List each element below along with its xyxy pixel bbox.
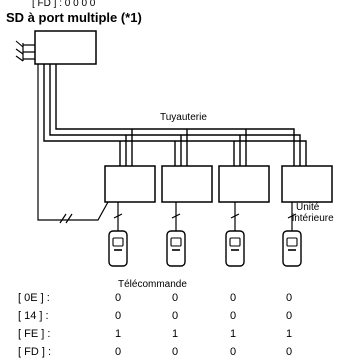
row-3-value-2: 0 [172, 346, 178, 358]
indoor-unit-label-line1: Unité [296, 202, 320, 213]
row-3-value-4: 0 [286, 346, 292, 358]
remote-label: Télécommande [118, 279, 187, 290]
indoor-unit-label-line2: intérieure [292, 213, 334, 224]
row-2-value-1: 1 [115, 328, 121, 340]
row-1-value-1: 0 [115, 310, 121, 322]
row-3-value-3: 0 [230, 346, 236, 358]
remote-controller-3 [225, 230, 245, 267]
top-cut-text: [ FD ] : 0 0 0 0 [32, 0, 96, 9]
piping-label: Tuyauterie [160, 112, 207, 123]
piping-lines [43, 64, 307, 166]
row-1-value-2: 0 [172, 310, 178, 322]
row-2-code: [ FE ] : [18, 328, 50, 340]
row-0-value-4: 0 [286, 292, 292, 304]
row-0-code: [ 0E ] : [18, 292, 50, 304]
outdoor-unit [15, 30, 97, 65]
remote-controller-1 [108, 230, 128, 267]
diagram-title: SD à port multiple (*1) [6, 10, 142, 25]
row-1-code: [ 14 ] : [18, 310, 49, 322]
row-0-value-3: 0 [230, 292, 236, 304]
row-2-value-2: 1 [172, 328, 178, 340]
remote-controllers [108, 230, 302, 267]
row-3-value-1: 0 [115, 346, 121, 358]
row-3-code: [ FD ] : [18, 346, 51, 358]
control-wiring [37, 64, 297, 231]
row-1-value-3: 0 [230, 310, 236, 322]
row-2-value-3: 1 [230, 328, 236, 340]
settings-table: [ 0E ] : 0 0 0 0 [ 14 ] : 0 0 0 0 [ FE ]… [18, 292, 292, 358]
remote-controller-4 [282, 230, 302, 267]
row-0-value-1: 0 [115, 292, 121, 304]
indoor-units [104, 165, 333, 203]
remote-controller-2 [166, 230, 186, 267]
row-0-value-2: 0 [172, 292, 178, 304]
row-1-value-4: 0 [286, 310, 292, 322]
row-2-value-4: 1 [286, 328, 292, 340]
